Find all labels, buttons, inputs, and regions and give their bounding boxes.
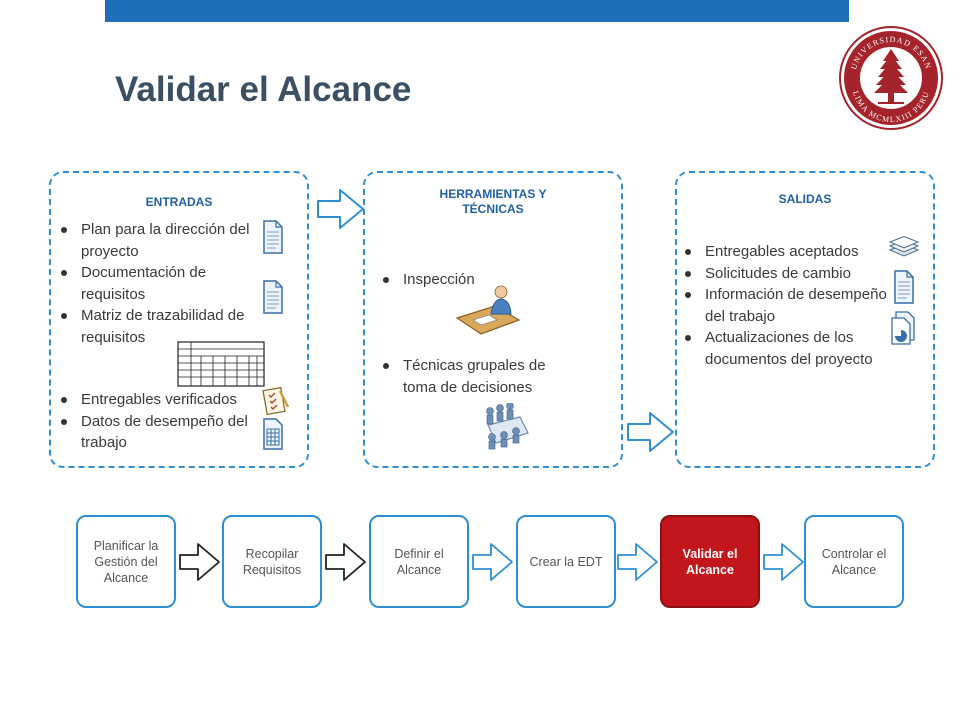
list-item: Entregables aceptados — [680, 241, 890, 263]
list-item: Técnicas grupales de toma de decisiones — [378, 355, 583, 398]
outputs-panel: SALIDAS — [675, 171, 935, 468]
spreadsheet-document-icon — [263, 418, 283, 450]
list-item: Plan para la dirección del proyecto — [56, 219, 261, 262]
list-item: Solicitudes de cambio — [680, 263, 890, 285]
inspector-at-desk-icon — [455, 285, 521, 335]
list-item: Entregables verificados — [56, 389, 281, 411]
outputs-header: SALIDAS — [778, 192, 832, 206]
top-accent-bar — [105, 0, 849, 22]
report-documents-icon — [891, 311, 915, 345]
tools-header: HERRAMIENTAS Y TÉCNICAS — [439, 187, 547, 216]
step-crear-edt: Crear la EDT — [516, 515, 616, 608]
flow-arrow-right-icon — [472, 543, 513, 581]
tree-icon — [874, 49, 908, 104]
list-item: Actualizaciones de los documentos del pr… — [680, 327, 890, 370]
inputs-list: Plan para la dirección del proyecto Docu… — [56, 219, 261, 348]
traceability-matrix-icon — [177, 341, 265, 387]
inputs-list-2: Entregables verificados Datos de desempe… — [56, 389, 281, 454]
inputs-panel: ENTRADAS — [49, 171, 309, 468]
tools-list: Inspección — [378, 269, 578, 291]
document-icon — [263, 220, 283, 254]
document-icon — [263, 280, 283, 314]
checklist-icon — [262, 386, 290, 415]
flow-arrow-right-icon — [325, 543, 366, 581]
inputs-header: ENTRADAS — [145, 195, 213, 209]
list-item: Inspección — [378, 269, 578, 291]
list-item: Datos de desempeño del trabajo — [56, 411, 281, 454]
list-item: Matriz de trazabilidad de requisitos — [56, 305, 261, 348]
flow-arrow-right-icon — [179, 543, 220, 581]
document-icon — [894, 270, 914, 304]
tools-panel: HERRAMIENTAS Y TÉCNICAS — [363, 171, 623, 468]
university-seal-logo: UNIVERSIDAD ESAN LIMA MCMLXIII PERU — [839, 26, 943, 130]
group-meeting-icon — [486, 403, 529, 450]
list-item: Documentación de requisitos — [56, 262, 261, 305]
stacked-documents-icon — [888, 236, 920, 257]
flow-arrow-right-icon — [763, 543, 804, 581]
list-item: Información de desempeño del trabajo — [680, 284, 890, 327]
tools-list-2: Técnicas grupales de toma de decisiones — [378, 355, 583, 398]
flow-arrow-right-icon — [617, 543, 658, 581]
slide-title: Validar el Alcance — [115, 70, 412, 109]
hollow-arrow-right-icon — [627, 412, 674, 452]
outputs-list: Entregables aceptados Solicitudes de cam… — [680, 241, 890, 370]
hollow-arrow-right-icon — [317, 189, 364, 229]
